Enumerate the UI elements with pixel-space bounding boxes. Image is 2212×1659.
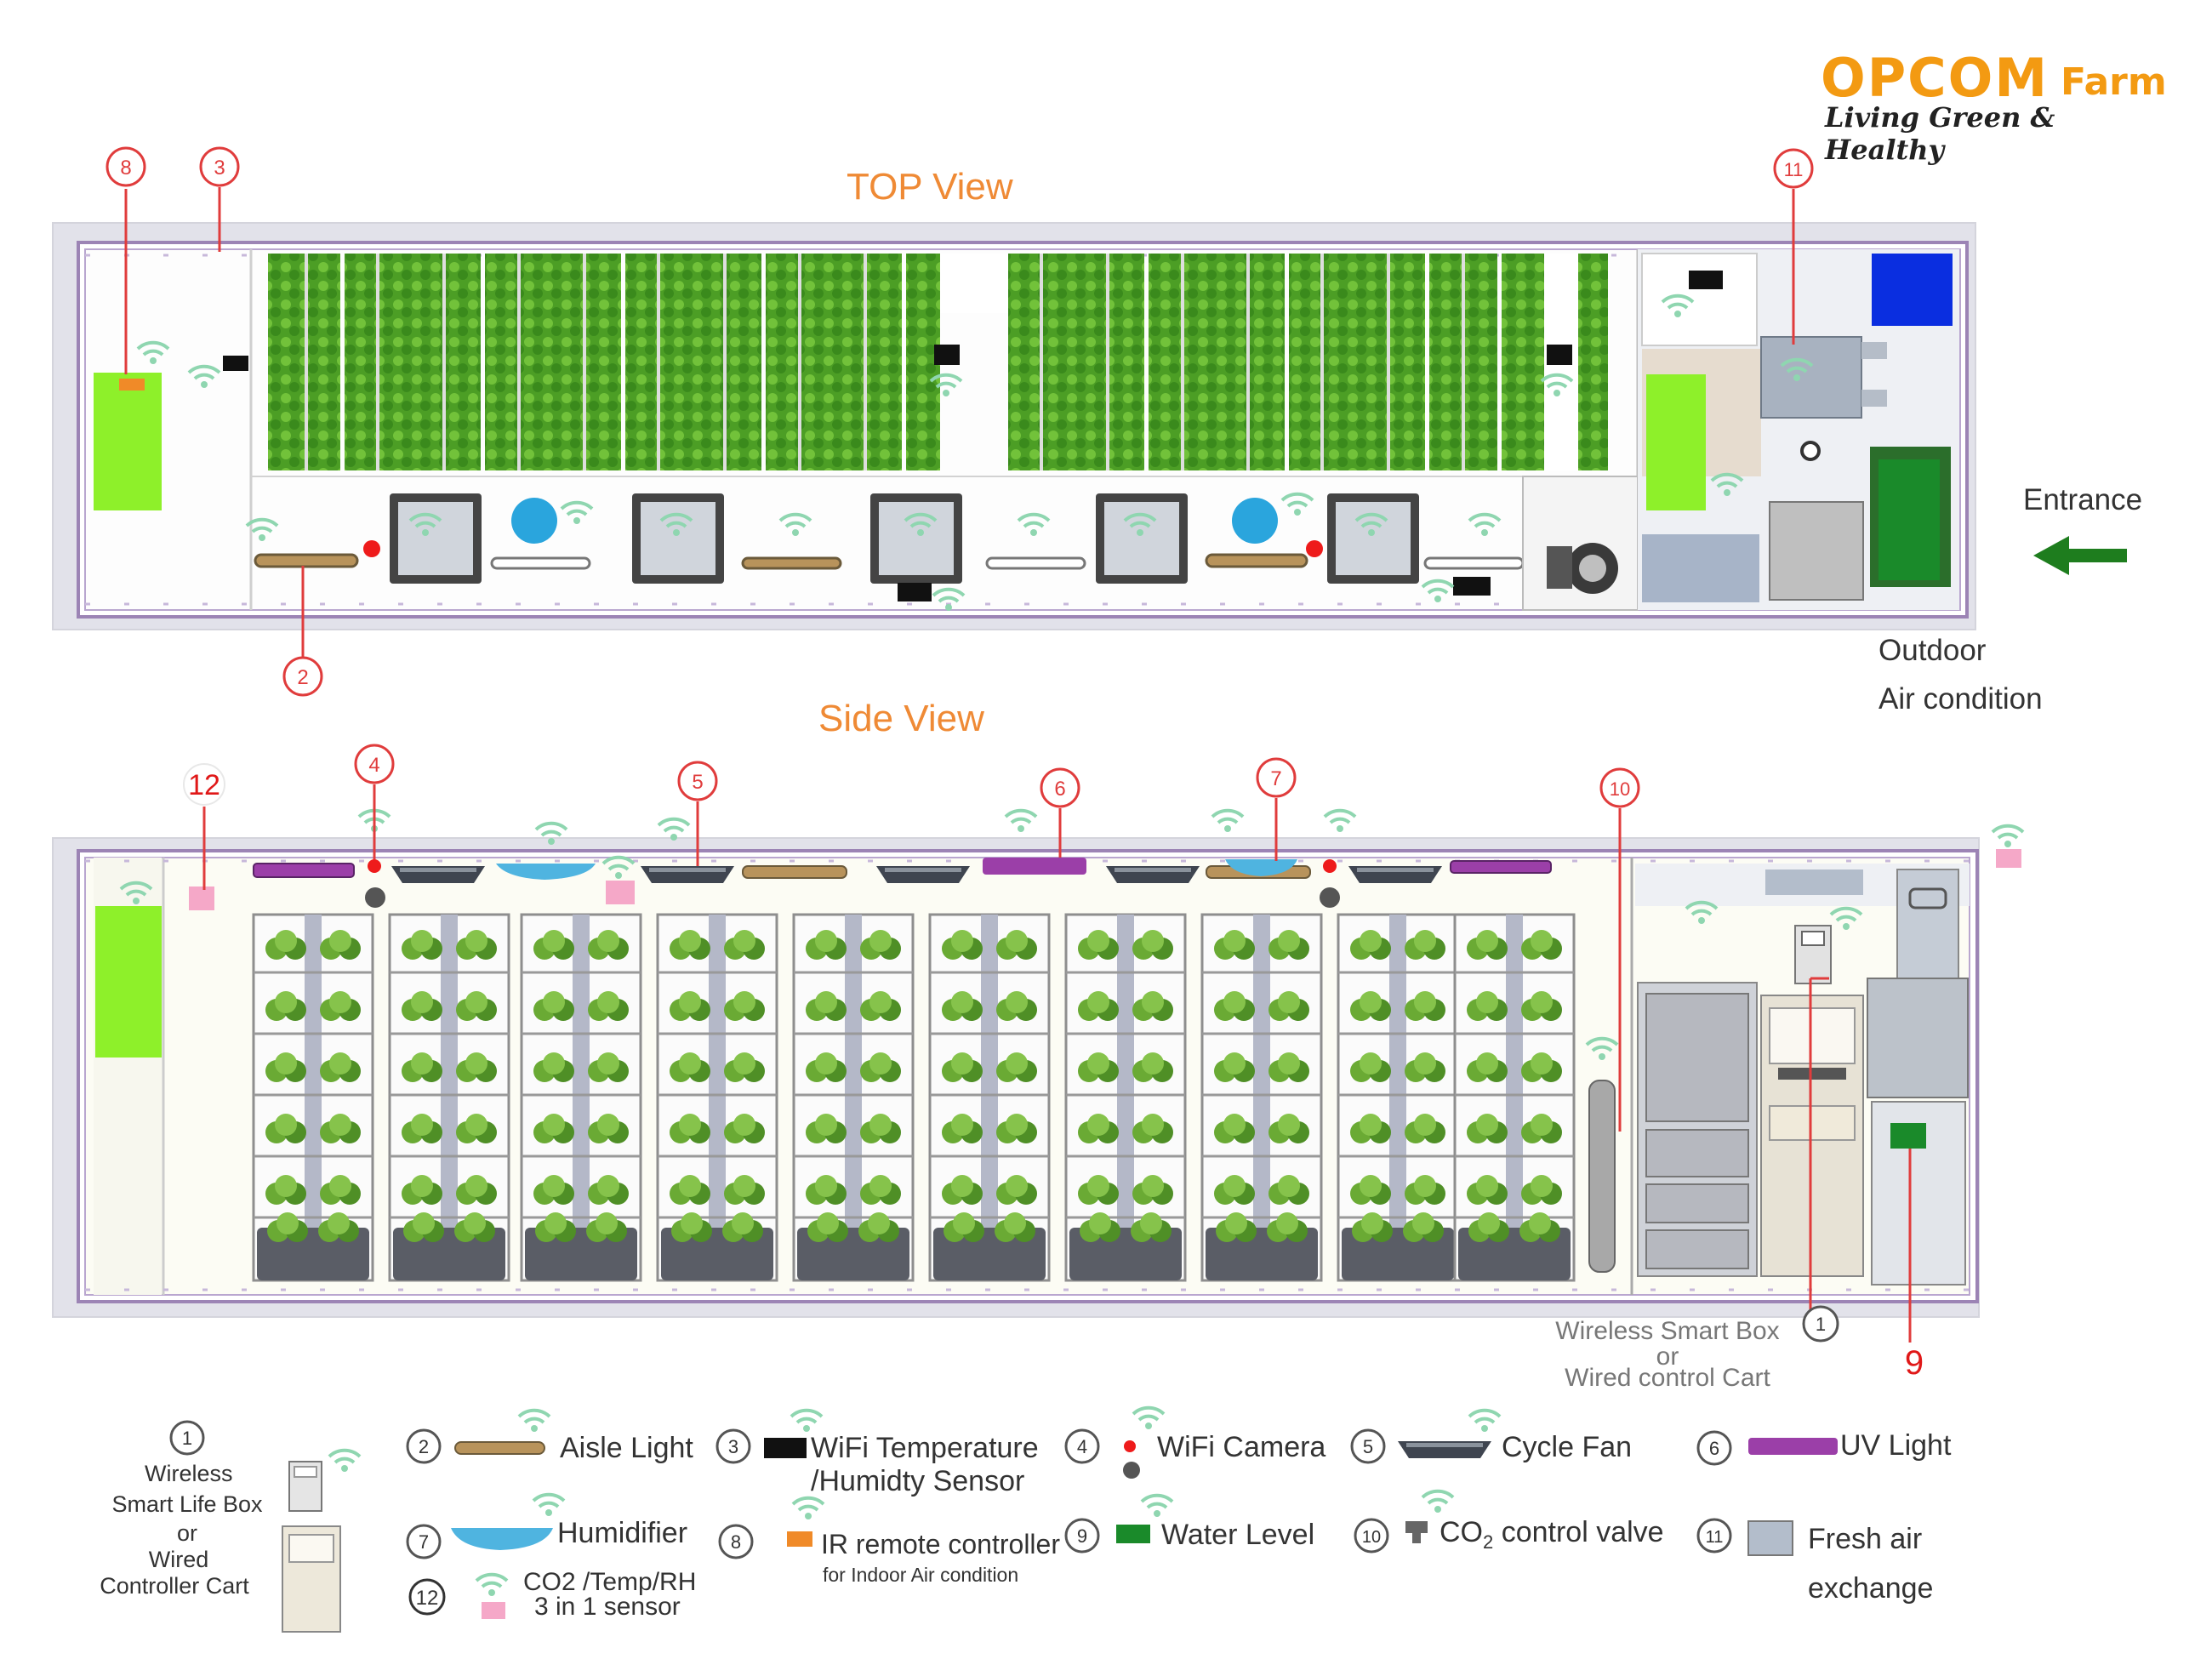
markers: 8 3 11 2 12 4 5 6 7 10 9 1 (105, 146, 1924, 1382)
side-view-racks (254, 915, 1574, 1280)
entrance-label: Entrance (2023, 483, 2143, 516)
logo-brand: OPCOM (1821, 47, 2050, 109)
side-view-title: Side View (818, 698, 984, 739)
entrance-arrow (2033, 536, 2127, 575)
logo: OPCOM Farm Living Green & Healthy (1821, 47, 2178, 166)
svg-text:3: 3 (728, 1436, 738, 1457)
svg-text:7: 7 (419, 1531, 429, 1553)
side-view-plan (52, 808, 2025, 1318)
top-view-title: TOP View (847, 166, 1013, 208)
top-view-equipment-room (1638, 249, 1959, 610)
logo-tagline: Living Green & Healthy (1825, 101, 2055, 166)
marker-6: 6 (1054, 778, 1065, 801)
marker-9: 9 (1905, 1344, 1924, 1382)
marker-12: 12 (188, 769, 220, 801)
marker-10: 10 (1610, 778, 1630, 800)
svg-text:1: 1 (182, 1428, 192, 1449)
legend-graphics: 1 2 3 4 5 6 7 (169, 1405, 1838, 1633)
marker-4: 4 (368, 754, 379, 777)
marker-3: 3 (214, 157, 225, 180)
svg-text:11: 11 (1706, 1528, 1724, 1547)
svg-text:10: 10 (1362, 1528, 1381, 1547)
smart-box-note-2: or (1656, 1343, 1679, 1371)
marker-2: 2 (297, 666, 308, 689)
svg-text:9: 9 (1077, 1525, 1087, 1547)
logo-suffix: Farm (2061, 60, 2167, 104)
svg-text:6: 6 (1709, 1438, 1719, 1459)
svg-text:12: 12 (416, 1587, 439, 1610)
top-view-fans (390, 493, 1419, 584)
marker-8: 8 (120, 157, 131, 180)
marker-7: 7 (1270, 767, 1281, 790)
svg-text:8: 8 (731, 1531, 741, 1553)
svg-text:2: 2 (419, 1436, 429, 1457)
top-view-plan (52, 222, 1976, 630)
svg-text:5: 5 (1363, 1436, 1373, 1457)
smart-box-note-1: Wireless Smart Box (1555, 1317, 1780, 1345)
marker-1: 1 (1816, 1314, 1826, 1335)
outdoor-label-1: Outdoor (1878, 634, 1987, 667)
outdoor-label-2: Air condition (1878, 682, 2043, 715)
top-view-planters (268, 254, 1608, 470)
marker-5: 5 (692, 771, 703, 794)
top-view-aisle-lights (254, 553, 1525, 570)
side-view-equipment-room (1630, 858, 1970, 1295)
smart-box-note-3: Wired control Cart (1565, 1364, 1770, 1392)
svg-text:4: 4 (1077, 1436, 1087, 1457)
marker-11: 11 (1784, 159, 1804, 180)
side-view-ceiling-devices (253, 855, 1552, 908)
